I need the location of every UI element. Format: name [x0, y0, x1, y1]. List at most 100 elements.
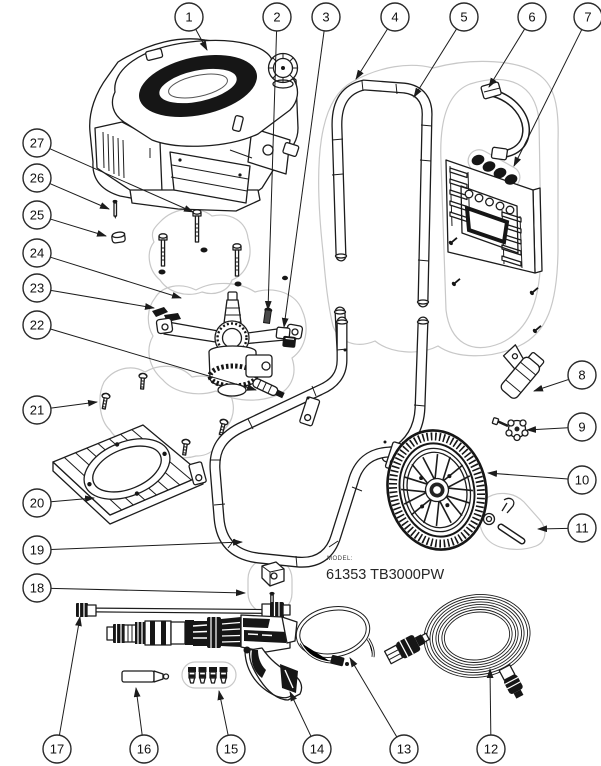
leader-line-9 — [526, 426, 569, 433]
hose-barb — [252, 378, 285, 399]
leader-line-1 — [195, 29, 208, 51]
leader-line-6 — [488, 28, 526, 88]
callout-circle-10 — [567, 465, 597, 495]
callout-circle-4 — [380, 2, 410, 32]
callout-12: 12 — [476, 668, 506, 764]
leader-line-20 — [50, 495, 95, 503]
accessory-kit-drawing — [261, 561, 285, 608]
shaft-key — [152, 307, 168, 317]
callout-number-18: 18 — [30, 581, 44, 596]
callout-21: 21 — [22, 395, 98, 425]
callout-number-23: 23 — [30, 281, 44, 296]
pin-drawing — [112, 199, 118, 219]
callout-number-1: 1 — [185, 10, 192, 25]
leader-line-18 — [50, 587, 246, 597]
callout-number-2: 2 — [273, 10, 280, 25]
callout-number-5: 5 — [460, 10, 467, 25]
callout-number-10: 10 — [575, 473, 589, 488]
pump-drawing — [152, 291, 304, 399]
callout-circle-3 — [311, 2, 341, 32]
callout-4: 4 — [355, 2, 410, 80]
engine-drawing — [89, 38, 300, 212]
callout-circle-6 — [517, 2, 547, 32]
callout-number-6: 6 — [528, 10, 535, 25]
callout-15: 15 — [216, 690, 246, 764]
leader-line-7 — [513, 29, 583, 167]
leader-line-25 — [50, 218, 107, 237]
callout-circle-8 — [567, 360, 597, 390]
leader-line-4 — [355, 28, 388, 80]
callout-circle-12 — [476, 734, 506, 764]
unloader-elbow — [275, 326, 297, 348]
callout-number-22: 22 — [30, 318, 44, 333]
callout-6: 6 — [488, 2, 547, 88]
engine-bolts-drawing — [158, 209, 288, 287]
leader-line-8 — [533, 378, 569, 392]
callout-10: 10 — [487, 465, 597, 495]
axle-kit-drawing — [482, 497, 526, 545]
callout-number-19: 19 — [30, 543, 44, 558]
pump-group-outline — [147, 282, 307, 401]
callout-1: 1 — [174, 2, 208, 51]
callout-25: 25 — [22, 200, 107, 237]
callout-circle-2 — [262, 2, 292, 32]
leader-line-17 — [58, 616, 82, 736]
callout-circle-23 — [22, 273, 52, 303]
leader-line-5 — [413, 28, 458, 98]
leader-line-2 — [264, 30, 278, 311]
callout-circle-17 — [42, 734, 72, 764]
callout-26: 26 — [22, 163, 110, 210]
high-pressure-hose-drawing — [383, 594, 531, 699]
callout-circle-7 — [573, 2, 601, 32]
bolts-group-outline — [148, 208, 251, 295]
callout-number-7: 7 — [584, 10, 591, 25]
chemical-hose-drawing — [295, 606, 375, 667]
callout-22: 22 — [22, 310, 257, 391]
callout-circle-27 — [22, 128, 52, 158]
cap-drawing — [111, 231, 126, 244]
panel-group-outline — [440, 78, 542, 349]
callout-circle-20 — [22, 488, 52, 518]
leader-line-23 — [50, 289, 155, 310]
leader-line-12 — [486, 668, 494, 736]
model-text: MODEL: 61353 TB3000PW — [326, 556, 445, 583]
handle-drawing — [331, 79, 433, 358]
engine-base-plate-drawing — [52, 424, 204, 525]
callout-circle-9 — [567, 412, 597, 442]
callout-number-8: 8 — [578, 368, 585, 383]
callout-number-9: 9 — [578, 420, 585, 435]
callout-number-20: 20 — [30, 496, 44, 511]
callout-circle-13 — [389, 734, 419, 764]
callout-circle-11 — [567, 513, 597, 543]
callout-number-15: 15 — [224, 742, 238, 757]
leader-line-3 — [281, 30, 325, 328]
callout-circle-18 — [22, 573, 52, 603]
callout-circle-19 — [22, 535, 52, 565]
callout-circle-21 — [22, 395, 52, 425]
callout-number-21: 21 — [30, 403, 44, 418]
callout-number-17: 17 — [50, 742, 64, 757]
leader-line-27 — [49, 148, 194, 213]
leader-line-13 — [349, 657, 398, 738]
callout-13: 13 — [349, 657, 419, 764]
leader-line-21 — [50, 399, 98, 409]
callout-number-13: 13 — [397, 742, 411, 757]
callout-27: 27 — [22, 128, 194, 213]
callout-number-12: 12 — [484, 742, 498, 757]
callout-circle-26 — [22, 163, 52, 193]
spray-gun-drawing — [106, 614, 303, 701]
siphon-tube-drawing — [121, 670, 170, 683]
callout-11: 11 — [537, 513, 597, 543]
callout-14: 14 — [289, 691, 332, 764]
nozzle-holder-drawing — [500, 344, 545, 399]
callout-number-4: 4 — [391, 10, 398, 25]
leader-line-16 — [133, 687, 143, 736]
leader-line-22 — [50, 328, 257, 391]
leader-line-11 — [537, 525, 569, 533]
callout-number-14: 14 — [310, 742, 324, 757]
callout-2: 2 — [262, 2, 292, 311]
callout-3: 3 — [281, 2, 341, 328]
